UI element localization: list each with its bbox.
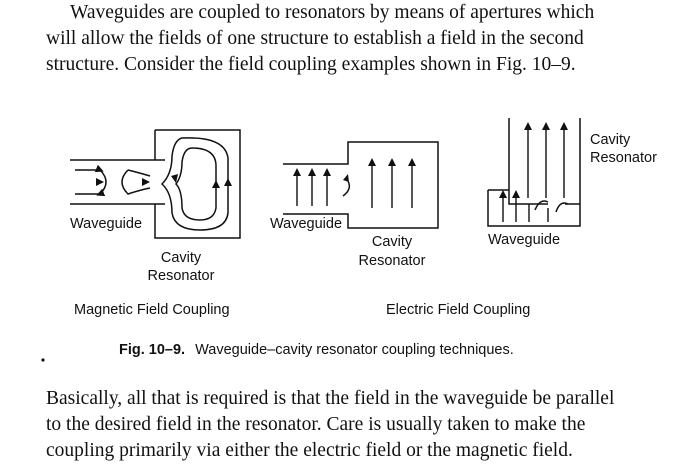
elec-bottom-fringe-2 xyxy=(555,202,569,213)
elec-side-cavity-label-2: Resonator xyxy=(359,253,426,269)
figure-number: Fig. 10–9. xyxy=(119,342,185,358)
intro-line-3: structure. Consider the field coupling e… xyxy=(46,54,576,75)
elec-bottom-cavity-walls xyxy=(508,118,581,205)
electric-coupling-caption: Electric Field Coupling xyxy=(386,302,530,318)
intro-line-2: will allow the fields of one structure t… xyxy=(46,28,584,49)
mag-arrow-1 xyxy=(224,178,232,186)
elec-bottom-cavity-label-1: Cavity xyxy=(590,132,631,148)
mag-arrow-4 xyxy=(96,178,104,186)
mag-cavity-wall xyxy=(154,129,241,239)
elec-side-cavity-label-1: Cavity xyxy=(372,234,413,250)
mag-field-loop-2 xyxy=(121,169,151,195)
mag-cavity-label-1: Cavity xyxy=(161,250,202,266)
magnetic-coupling-diagram: Waveguide Cavity Resonator Magnetic Fiel… xyxy=(70,129,241,318)
elec-bottom-waveguide-walls xyxy=(487,189,581,227)
coupling-figure: Waveguide Cavity Resonator Magnetic Fiel… xyxy=(41,118,657,362)
conclusion-line-1: Basically, all that is required is that … xyxy=(46,388,615,409)
conclusion-line-2: to the desired field in the resonator. C… xyxy=(46,414,586,435)
elec-bottom-cavity-label-2: Resonator xyxy=(590,150,657,166)
elec-bottom-waveguide-label: Waveguide xyxy=(488,232,560,248)
mag-arrow-2 xyxy=(212,180,220,188)
electric-side-coupling-diagram: Waveguide Cavity Resonator xyxy=(270,141,439,269)
mag-waveguide-label: Waveguide xyxy=(70,216,142,232)
conclusion-line-3: coupling primarily via either the electr… xyxy=(46,440,573,461)
conclusion-paragraph: Basically, all that is required is that … xyxy=(46,386,686,464)
mag-field-loop-1 xyxy=(75,164,107,197)
elec-side-walls xyxy=(283,141,439,229)
mag-arrow-5 xyxy=(142,178,150,186)
stray-dot xyxy=(41,358,45,362)
figure-caption: Fig. 10–9. Waveguide–cavity resonator co… xyxy=(119,342,514,358)
magnetic-coupling-caption: Magnetic Field Coupling xyxy=(74,302,230,318)
mag-cavity-loop-inner xyxy=(175,147,217,221)
intro-line-1: Waveguides are coupled to resonators by … xyxy=(70,2,595,23)
figure-caption-text: Waveguide–cavity resonator coupling tech… xyxy=(195,342,514,358)
mag-field-loop-2b xyxy=(127,169,151,177)
mag-cavity-loop-outer xyxy=(160,137,229,231)
elec-bottom-fringe-1 xyxy=(534,200,549,211)
mag-arrow-3 xyxy=(171,174,178,183)
elec-side-waveguide-label: Waveguide xyxy=(270,216,342,232)
electric-bottom-coupling-diagram: Cavity Resonator Waveguide xyxy=(487,118,657,248)
mag-cavity-label-2: Resonator xyxy=(148,268,215,284)
intro-paragraph: Waveguides are coupled to resonators by … xyxy=(46,0,686,78)
